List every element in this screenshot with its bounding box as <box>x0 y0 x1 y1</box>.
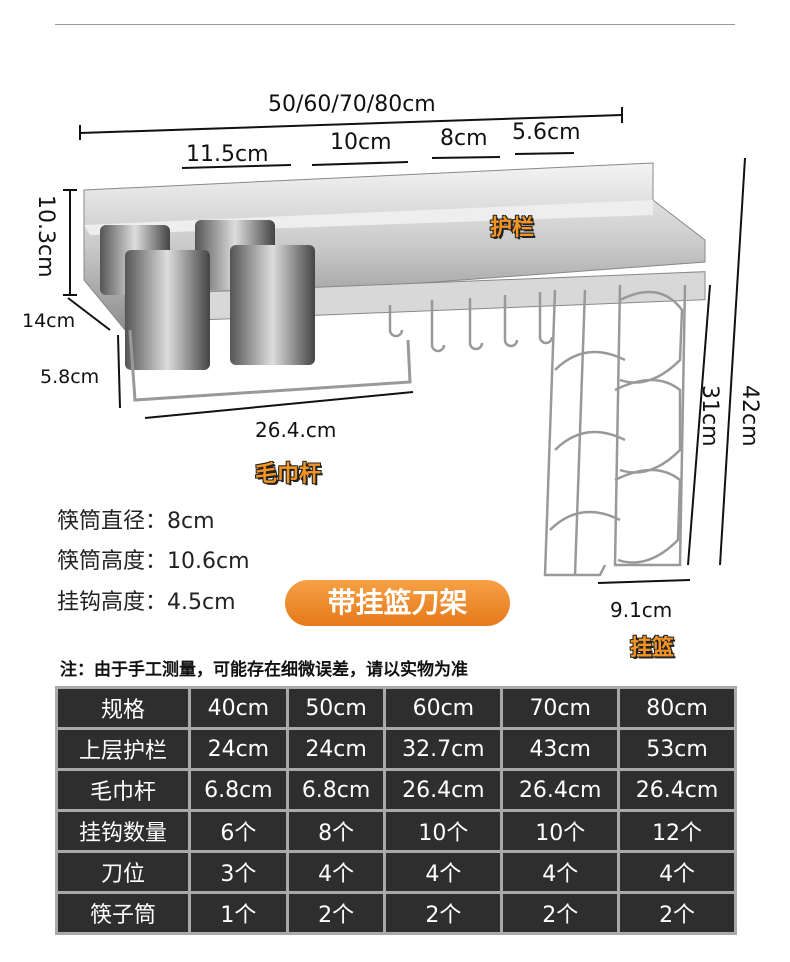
total-length-dim: 50/60/70/80cm <box>268 92 436 117</box>
table-cell: 80cm <box>617 686 737 730</box>
seg3-dim: 8cm <box>440 126 488 151</box>
table-cell: 26.4cm <box>617 768 737 812</box>
table-cell: 40cm <box>188 686 289 730</box>
table-cell: 70cm <box>500 686 621 730</box>
table-cell: 12个 <box>617 809 737 853</box>
product-badge: 带挂篮刀架 <box>285 580 510 626</box>
row-header: 挂钩数量 <box>55 809 191 853</box>
table-cell: 4个 <box>500 850 621 894</box>
seg1-dim: 11.5cm <box>186 142 269 167</box>
basket-width-dim: 9.1cm <box>610 598 673 622</box>
spec-label: 挂钩高度： <box>57 590 168 615</box>
spec-value: 8cm <box>167 509 215 534</box>
table-cell: 43cm <box>500 727 621 771</box>
height-dim: 10.3cm <box>33 195 58 278</box>
measurement-note: 注：由于手工测量，可能存在细微误差，请以实物为准 <box>60 660 468 680</box>
row-header: 上层护栏 <box>55 727 191 771</box>
table-cell: 6个 <box>188 809 289 853</box>
seg4-dim: 5.6cm <box>512 120 581 145</box>
dimension-lines <box>63 107 746 584</box>
top-divider <box>55 24 735 25</box>
table-cell: 2个 <box>617 891 737 935</box>
row-header: 规格 <box>55 686 191 730</box>
table-cell: 24cm <box>188 727 289 771</box>
table-cell: 50cm <box>285 686 387 730</box>
row-header: 毛巾杆 <box>55 768 191 812</box>
row-header: 筷子筒 <box>55 891 191 935</box>
total-height-dim: 42cm <box>737 385 762 447</box>
table-cell: 26.4cm <box>383 768 504 812</box>
towel-length-dim: 26.4.cm <box>255 418 337 442</box>
table-cell: 4个 <box>617 850 737 894</box>
table-cell: 24cm <box>285 727 387 771</box>
spec-value: 4.5cm <box>167 590 236 615</box>
spec-chopstick-diameter: 筷筒直径：8cm <box>57 503 215 535</box>
spec-hook-height: 挂钩高度：4.5cm <box>57 584 236 616</box>
basket-height-dim: 31cm <box>697 385 722 447</box>
seg2-dim: 10cm <box>330 130 392 155</box>
rack-body <box>83 162 706 577</box>
table-cell: 3个 <box>188 850 289 894</box>
table-cell: 4个 <box>383 850 504 894</box>
table-cell: 6.8cm <box>285 768 387 812</box>
table-cell: 2个 <box>383 891 504 935</box>
table-cell: 1个 <box>188 891 289 935</box>
towel-bar-label: 毛巾杆 <box>255 462 322 487</box>
towel-drop-dim: 5.8cm <box>40 366 100 388</box>
depth-dim: 14cm <box>22 310 76 332</box>
table-cell: 26.4cm <box>500 768 621 812</box>
table-cell: 32.7cm <box>383 727 504 771</box>
table-cell: 10个 <box>383 809 504 853</box>
basket-label: 挂篮 <box>630 636 675 661</box>
table-cell: 6.8cm <box>188 768 289 812</box>
row-header: 刀位 <box>55 850 191 894</box>
spec-label: 筷筒高度： <box>57 549 168 574</box>
table-cell: 8个 <box>285 809 387 853</box>
guardrail-label: 护栏 <box>490 216 535 241</box>
knife-rack-illustration <box>63 107 746 584</box>
table-cell: 2个 <box>285 891 387 935</box>
spec-label: 筷筒直径： <box>57 509 168 534</box>
table-cell: 53cm <box>617 727 737 771</box>
table-cell: 4个 <box>285 850 387 894</box>
table-cell: 2个 <box>500 891 621 935</box>
spec-value: 10.6cm <box>167 549 250 574</box>
table-cell: 10个 <box>500 809 621 853</box>
table-cell: 60cm <box>383 686 504 730</box>
spec-chopstick-height: 筷筒高度：10.6cm <box>57 543 250 575</box>
